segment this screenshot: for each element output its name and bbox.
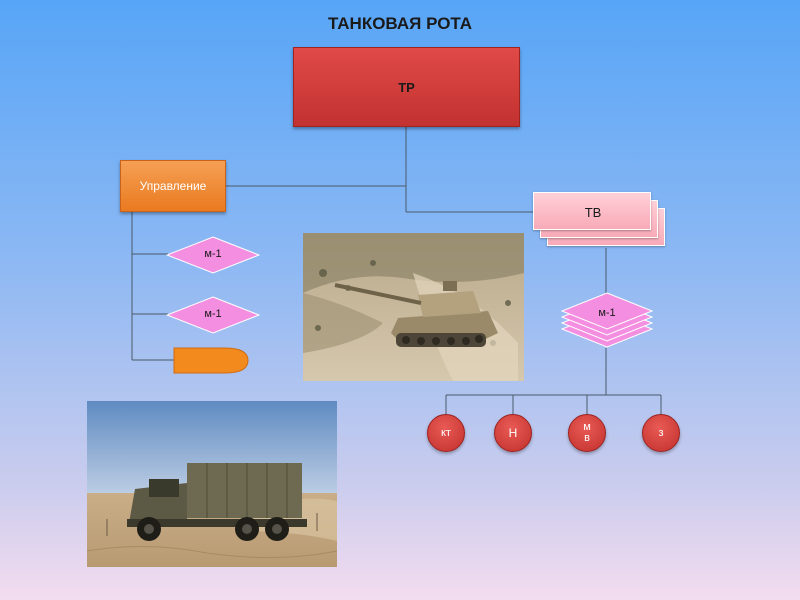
circle-kt-label: кт — [441, 426, 451, 439]
upravlenie-box: Управление — [120, 160, 226, 212]
circle-z: з — [642, 414, 680, 452]
tr-box: ТР — [293, 47, 520, 127]
circle-mv-label-top: м — [583, 421, 591, 433]
m1-diamond-left-b — [166, 296, 260, 334]
circle-n: Н — [494, 414, 532, 452]
tv-label: ТВ — [584, 204, 602, 220]
circle-mv: м в — [568, 414, 606, 452]
m1-label-right: м-1 — [598, 307, 616, 319]
m1-diamond-left-a — [166, 236, 260, 274]
tv-stack: ТВ — [533, 192, 668, 250]
truck-photo — [87, 401, 337, 567]
diagram-title: ТАНКОВАЯ РОТА — [327, 14, 473, 33]
circle-kt: кт — [427, 414, 465, 452]
m1-label-left-a: м-1 — [204, 248, 222, 260]
tr-label: ТР — [398, 79, 415, 95]
circle-z-label: з — [658, 426, 664, 439]
tank-photo — [303, 233, 524, 381]
m1-diamond-stack — [560, 292, 654, 348]
m1-label-left-b: м-1 — [204, 308, 222, 320]
circle-n-label: Н — [508, 425, 518, 440]
circle-mv-label-bottom: в — [584, 432, 590, 444]
bullet-shape — [173, 347, 249, 374]
upravlenie-label: Управление — [139, 179, 207, 193]
tv-card-front: ТВ — [533, 192, 651, 230]
